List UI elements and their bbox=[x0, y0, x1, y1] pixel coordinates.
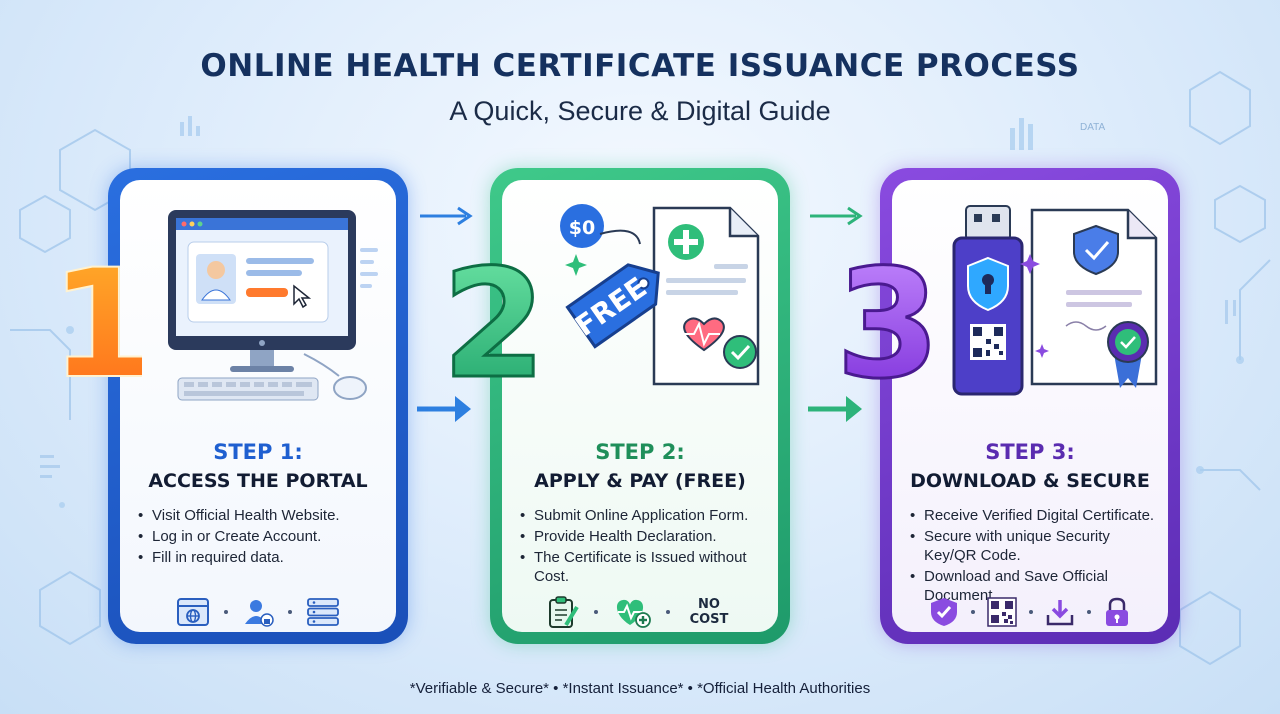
data-tag: DATA bbox=[1080, 122, 1106, 133]
step-2-bullet: Submit Online Application Form. bbox=[520, 506, 768, 525]
page-title: ONLINE HEALTH CERTIFICATE ISSUANCE PROCE… bbox=[200, 48, 1080, 84]
svg-text:3: 3 bbox=[838, 248, 938, 388]
svg-text:1: 1 bbox=[62, 248, 142, 388]
separator-dot bbox=[971, 610, 975, 614]
step-1-panel: STEP 1: ACCESS THE PORTAL Visit Official… bbox=[120, 180, 396, 632]
step-3-number: 3 bbox=[834, 237, 941, 414]
step-2-bullet: Provide Health Declaration. bbox=[520, 527, 768, 546]
step-1-number: 1 bbox=[49, 237, 155, 413]
separator-dot bbox=[1087, 610, 1091, 614]
separator-dot bbox=[288, 610, 292, 614]
qr-code-icon bbox=[987, 597, 1017, 627]
step-1-card: STEP 1: ACCESS THE PORTAL Visit Official… bbox=[108, 168, 408, 644]
step-2-label: STEP 2: bbox=[595, 440, 685, 464]
step-3-card: STEP 3: DOWNLOAD & SECURE Receive Verifi… bbox=[880, 168, 1180, 644]
step-2-bullets: Submit Online Application Form. Provide … bbox=[520, 506, 768, 588]
step-2-card: $0 FREE STEP 2: APPLY & PAY (FREE) Submi… bbox=[490, 168, 790, 644]
separator-dot bbox=[1029, 610, 1033, 614]
svg-text:2: 2 bbox=[444, 248, 544, 388]
svg-text:$0: $0 bbox=[569, 217, 595, 239]
step-3-icons bbox=[892, 592, 1168, 632]
free-tag-document-illustration: $0 FREE bbox=[560, 204, 760, 386]
step-2-title: APPLY & PAY (FREE) bbox=[534, 470, 746, 492]
arrow-2-to-3-upper bbox=[810, 206, 863, 226]
step-1-bullets: Visit Official Health Website. Log in or… bbox=[138, 506, 386, 569]
server-icon bbox=[307, 598, 339, 626]
no-cost-label: NO COST bbox=[689, 597, 729, 627]
separator-dot bbox=[666, 610, 670, 614]
page-subtitle: A Quick, Secure & Digital Guide bbox=[449, 96, 831, 126]
step-3-bullet: Receive Verified Digital Certificate. bbox=[910, 506, 1158, 525]
step-2-icons: NO COST bbox=[502, 592, 778, 632]
browser-globe-icon bbox=[177, 598, 209, 626]
step-3-bullets: Receive Verified Digital Certificate. Se… bbox=[910, 506, 1158, 607]
download-icon bbox=[1046, 600, 1074, 626]
step-1-title: ACCESS THE PORTAL bbox=[148, 470, 368, 492]
padlock-icon bbox=[1106, 597, 1128, 626]
heart-pulse-icon bbox=[616, 599, 651, 628]
step-3-bullet: Secure with unique Security Key/QR Code. bbox=[910, 527, 1158, 565]
clipboard-pen-icon bbox=[549, 596, 579, 628]
step-1-bullet: Fill in required data. bbox=[138, 548, 386, 567]
separator-dot bbox=[224, 610, 228, 614]
usb-certificate-illustration bbox=[952, 205, 1158, 396]
user-lock-icon bbox=[245, 600, 274, 627]
arrow-1-to-2-lower bbox=[417, 396, 471, 422]
step-1-icons bbox=[120, 592, 396, 632]
separator-dot bbox=[594, 610, 598, 614]
step-2-number: 2 bbox=[440, 237, 547, 414]
footer-note: *Verifiable & Secure* • *Instant Issuanc… bbox=[409, 680, 871, 697]
step-2-bullet: The Certificate is Issued without Cost. bbox=[520, 548, 768, 586]
step-1-bullet: Visit Official Health Website. bbox=[138, 506, 386, 525]
shield-check-icon bbox=[931, 598, 957, 626]
arrow-2-to-3-lower bbox=[808, 396, 862, 422]
step-3-title: DOWNLOAD & SECURE bbox=[910, 470, 1150, 492]
arrow-1-to-2-upper bbox=[420, 206, 473, 226]
step-1-bullet: Log in or Create Account. bbox=[138, 527, 386, 546]
step-3-label: STEP 3: bbox=[985, 440, 1075, 464]
step-2-panel: $0 FREE STEP 2: APPLY & PAY (FREE) Submi… bbox=[502, 180, 778, 632]
step-3-panel: STEP 3: DOWNLOAD & SECURE Receive Verifi… bbox=[892, 180, 1168, 632]
desktop-computer-illustration bbox=[168, 210, 378, 401]
step-1-label: STEP 1: bbox=[213, 440, 303, 464]
